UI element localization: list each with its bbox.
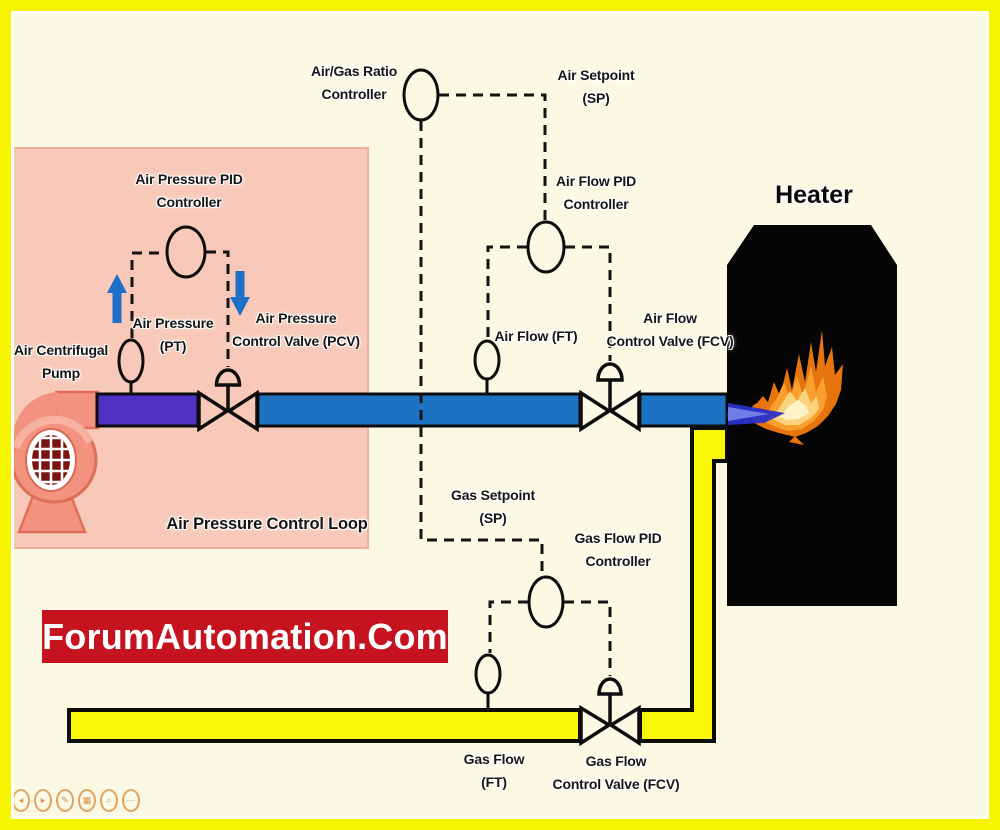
edit-icon[interactable]: ✎ bbox=[56, 789, 74, 812]
signal-lines bbox=[130, 93, 612, 676]
pt-to-pid-signal bbox=[130, 251, 166, 338]
arrow-up-icon bbox=[107, 274, 127, 323]
more-icon[interactable]: ⋯ bbox=[122, 789, 140, 812]
air-gas-ratio-controller-bubble bbox=[402, 68, 440, 122]
air-flow-fcv-label: Air Flow Control Valve (FCV) bbox=[606, 310, 734, 349]
air-centrifugal-pump-label: Air Centrifugal Pump bbox=[13, 342, 109, 381]
air-pressure-pid-controller-bubble bbox=[165, 225, 207, 279]
air-pressure-pt-label: Air Pressure (PT) bbox=[132, 315, 214, 354]
search-icon[interactable]: ⌕ bbox=[100, 789, 118, 812]
forum-automation-banner-text: ForumAutomation.Com bbox=[42, 615, 448, 657]
air-ft-to-pid-signal bbox=[486, 245, 527, 339]
gas-flow-ft-label: Gas Flow (FT) bbox=[463, 751, 525, 790]
air-flow-ft-label: Air Flow (FT) bbox=[494, 328, 578, 344]
arrow-down-icon bbox=[230, 271, 250, 316]
gas-pid-to-fcv-signal bbox=[564, 600, 612, 676]
burner-flame-icon bbox=[726, 330, 843, 445]
viewer-toolbar: ◂ ▸ ✎ ▦ ⌕ ⋯ bbox=[12, 789, 140, 812]
heater-label: Heater bbox=[775, 181, 853, 209]
pump-discharge-pipe bbox=[95, 392, 200, 428]
gas-ft-to-pid-signal bbox=[488, 600, 528, 653]
air-pressure-control-valve bbox=[197, 368, 259, 433]
gas-pipe-main bbox=[67, 708, 582, 743]
gas-flow-transmitter-bubble bbox=[474, 653, 502, 695]
pid-to-pcv-signal bbox=[206, 250, 230, 367]
gas-flow-fcv-label: Gas Flow Control Valve (FCV) bbox=[552, 753, 680, 792]
air-centrifugal-pump-icon bbox=[10, 390, 100, 534]
gas-flow-pid-controller-label: Gas Flow PID Controller bbox=[574, 530, 662, 569]
air-pipe-main bbox=[256, 392, 582, 428]
gas-setpoint-signal bbox=[419, 121, 544, 576]
air-setpoint-label: Air Setpoint (SP) bbox=[557, 67, 635, 106]
forum-automation-banner: ForumAutomation.Com bbox=[42, 610, 448, 663]
gas-flow-control-valve bbox=[579, 677, 641, 747]
air-flow-control-valve bbox=[579, 362, 641, 433]
air-pressure-pid-controller-label: Air Pressure PID Controller bbox=[135, 171, 243, 210]
air-flow-pid-controller-bubble bbox=[526, 220, 566, 274]
air-setpoint-signal bbox=[439, 93, 547, 220]
air-pressure-pcv-label: Air Pressure Control Valve (PCV) bbox=[232, 310, 360, 349]
air-pid-to-fcv-signal bbox=[565, 245, 612, 361]
gas-setpoint-label: Gas Setpoint (SP) bbox=[451, 487, 535, 526]
grid-icon[interactable]: ▦ bbox=[78, 789, 96, 812]
next-icon[interactable]: ▸ bbox=[34, 789, 52, 812]
gas-pipe-riser bbox=[638, 426, 729, 743]
prev-icon[interactable]: ◂ bbox=[12, 789, 30, 812]
air-gas-ratio-controller-label: Air/Gas Ratio Controller bbox=[310, 63, 398, 102]
air-pipe-to-heater bbox=[638, 392, 729, 428]
air-pressure-control-loop-title: Air Pressure Control Loop bbox=[166, 515, 368, 533]
gas-flow-pid-controller-bubble bbox=[527, 575, 565, 629]
air-flow-pid-controller-label: Air Flow PID Controller bbox=[555, 173, 637, 212]
